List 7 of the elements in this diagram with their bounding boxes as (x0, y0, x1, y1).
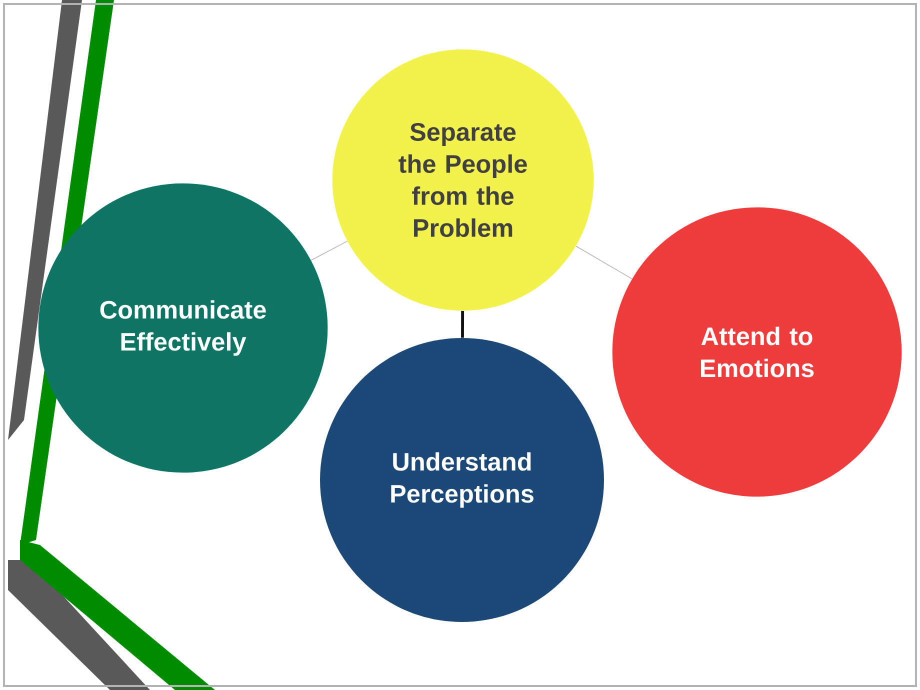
connector-line (576, 246, 632, 280)
connector-line (310, 240, 348, 261)
circle-node: Understand Perceptions (320, 338, 604, 622)
circle-node: Communicate Effectively (38, 183, 328, 473)
circle-node: Separate the People from the Problem (332, 49, 594, 311)
connector-line (461, 310, 464, 338)
circle-node: Attend to Emotions (612, 207, 902, 497)
